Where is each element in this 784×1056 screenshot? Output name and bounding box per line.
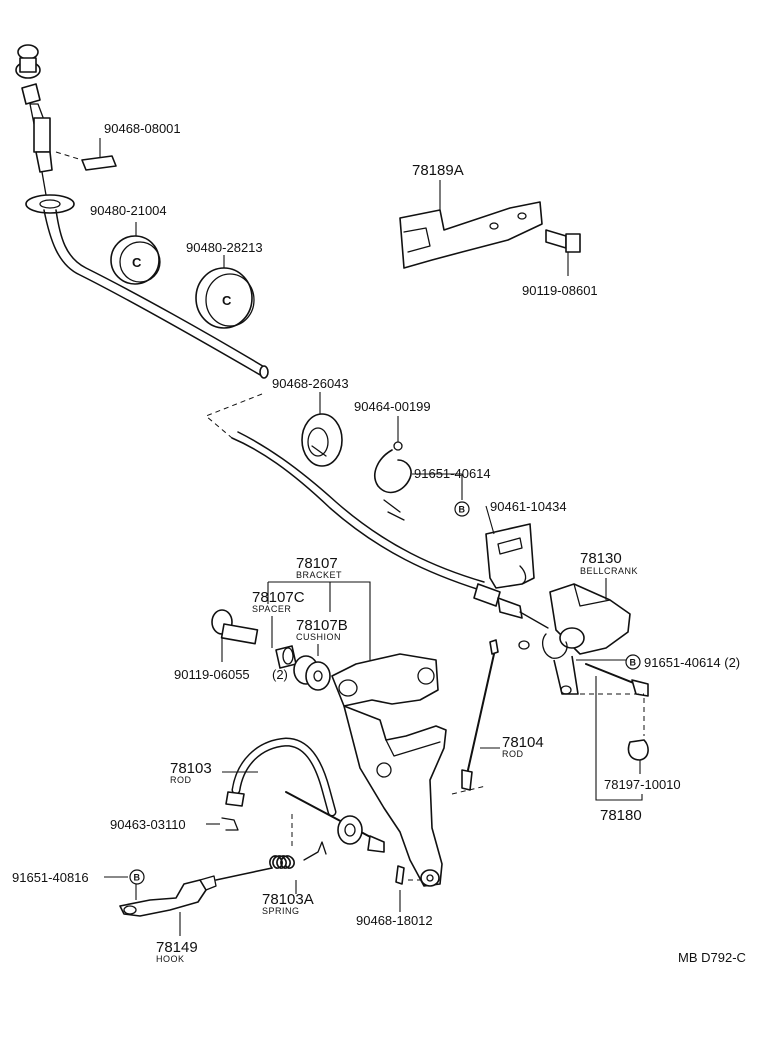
badge-b-3: B — [129, 869, 145, 885]
spring-78103A — [215, 814, 327, 894]
label-78103A: 78103A — [262, 891, 314, 908]
plate-90461-10434 — [485, 505, 535, 589]
bracket-78189A — [399, 180, 543, 269]
label-78149-sub: HOOK — [156, 954, 185, 964]
clip-90468-08001 — [55, 138, 117, 171]
svg-text:B: B — [630, 658, 637, 668]
label-90480-28213: 90480-28213 — [186, 240, 263, 255]
svg-text:B: B — [459, 505, 466, 515]
label-78103A-sub: SPRING — [262, 906, 300, 916]
grommet-90480-28213: C — [195, 255, 255, 329]
bolt-90119-08601 — [545, 229, 581, 276]
spacer-78107C — [275, 645, 297, 669]
hook-78149 — [119, 875, 217, 936]
label-91651-40614-2: 91651-40614 (2) — [644, 655, 740, 670]
bolt-90119-06055 — [211, 609, 259, 662]
link-78197-10010 — [580, 663, 649, 774]
grommet-mark: C — [132, 255, 142, 270]
label-90468-18012: 90468-18012 — [356, 913, 433, 928]
clip-90463-03110 — [206, 817, 239, 831]
label-90480-21004: 90480-21004 — [90, 203, 167, 218]
label-78107B-sub: CUSHION — [296, 632, 341, 642]
pin-90468-18012 — [395, 865, 420, 912]
cushion-78107B — [293, 655, 331, 691]
rod-78103 — [222, 737, 385, 853]
label-qty-2: (2) — [272, 667, 288, 682]
grommet-mark: C — [222, 293, 232, 308]
rod-78104 — [451, 639, 500, 795]
bracket-78107-body — [331, 653, 447, 887]
badge-b-2: B — [625, 654, 641, 670]
label-90119-08601: 90119-08601 — [522, 283, 598, 298]
label-90468-08001: 90468-08001 — [104, 121, 181, 136]
label-78104: 78104 — [502, 734, 544, 751]
label-78149: 78149 — [156, 939, 198, 956]
label-78107: 78107 — [296, 555, 338, 572]
label-78103-sub: ROD — [170, 775, 192, 785]
label-90468-26043: 90468-26043 — [272, 376, 349, 391]
clamp-90468-26043 — [301, 392, 343, 467]
label-78107-sub: BRACKET — [296, 570, 342, 580]
label-78107C-sub: SPACER — [252, 604, 291, 614]
diagram-reference: MB D792-C — [678, 950, 746, 965]
accelerator-cable — [15, 44, 269, 379]
label-78130-sub: BELLCRANK — [580, 566, 638, 576]
label-78197-10010: 78197-10010 — [604, 777, 681, 792]
label-78107C: 78107C — [252, 589, 305, 606]
label-90119-06055: 90119-06055 — [174, 667, 250, 682]
label-90461-10434: 90461-10434 — [490, 499, 567, 514]
label-90463-03110: 90463-03110 — [110, 817, 186, 832]
bellcrank-78130 — [518, 578, 631, 695]
label-78189A: 78189A — [412, 162, 464, 179]
label-78130: 78130 — [580, 550, 622, 567]
clip-90464-00199 — [374, 416, 412, 521]
label-91651-40816: 91651-40816 — [12, 870, 89, 885]
svg-text:B: B — [134, 873, 141, 883]
label-78104-sub: ROD — [502, 749, 524, 759]
label-78180: 78180 — [600, 807, 642, 824]
cable-lower — [231, 431, 549, 629]
badge-b-1: B — [454, 501, 470, 517]
grommet-90480-21004: C — [110, 222, 161, 285]
label-78103: 78103 — [170, 760, 212, 777]
label-90464-00199: 90464-00199 — [354, 399, 431, 414]
label-78107B: 78107B — [296, 617, 348, 634]
